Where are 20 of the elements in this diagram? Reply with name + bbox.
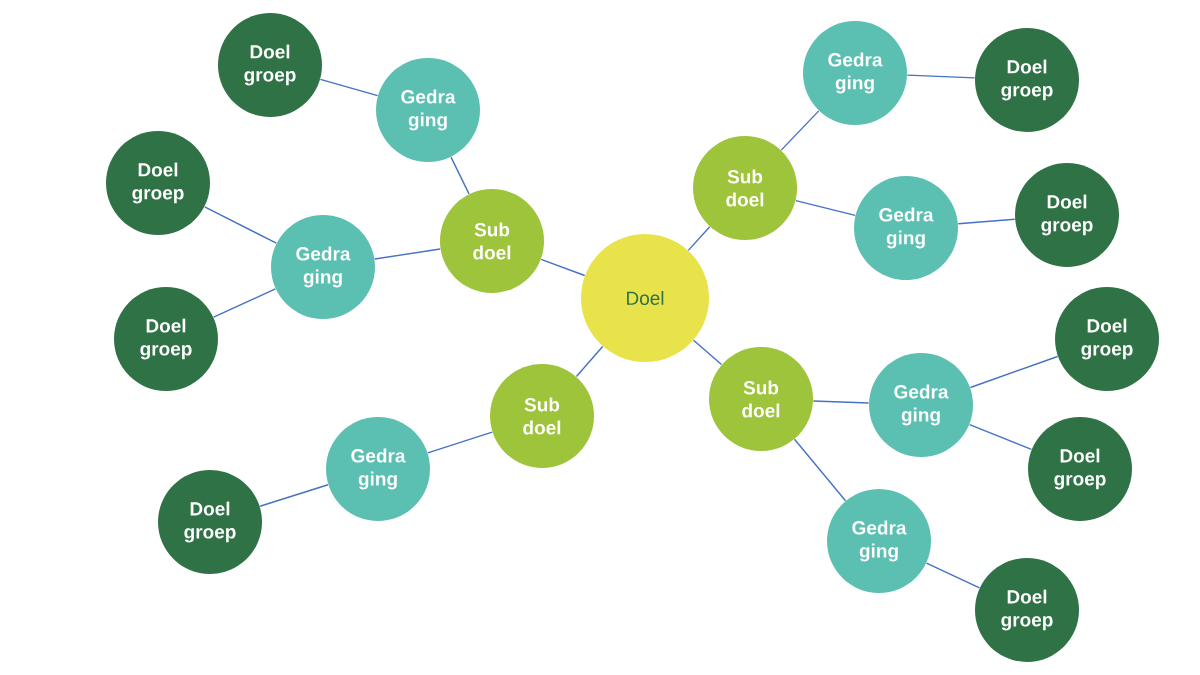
connector-line	[906, 74, 976, 79]
connector-line	[450, 156, 470, 195]
connector-line	[925, 562, 981, 589]
connector-line	[692, 339, 723, 366]
connector-line	[812, 400, 870, 404]
connector-line	[687, 226, 711, 252]
connector-line	[793, 438, 847, 502]
connector-line	[957, 218, 1016, 225]
connector-line	[575, 345, 604, 378]
connector-line	[540, 258, 586, 277]
connector-line	[969, 355, 1059, 389]
connector-line	[204, 206, 277, 244]
connector-line	[374, 248, 441, 260]
connector-line	[319, 78, 379, 97]
connector-line	[968, 423, 1033, 451]
connector-line	[780, 110, 820, 151]
connector-line	[212, 288, 277, 318]
connector-line	[259, 484, 329, 507]
connector-line	[427, 431, 493, 454]
connector-line	[795, 199, 856, 217]
